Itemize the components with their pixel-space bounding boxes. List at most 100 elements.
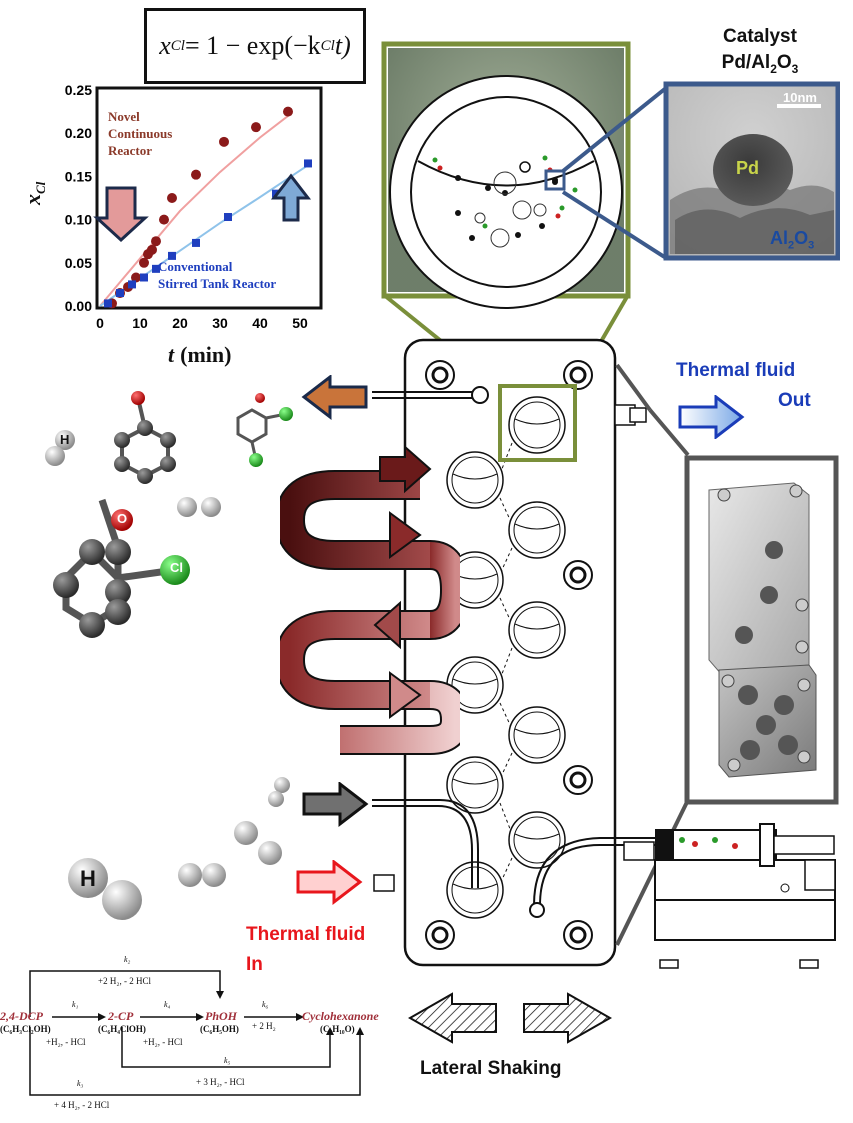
k1-label: k₁ xyxy=(72,1000,79,1009)
k4-label: k₄ xyxy=(164,1000,171,1009)
data-point-series-1-2 xyxy=(128,280,136,289)
catalyst-title: Catalyst Pd/Al2O3 xyxy=(721,26,799,76)
reactor-well-inner xyxy=(513,506,561,554)
well-connector xyxy=(499,752,513,780)
reaction-scheme xyxy=(29,970,364,1096)
x-axis-label: t(min) xyxy=(168,342,231,367)
reactor-well-inner xyxy=(451,456,499,504)
fit-line-series-0 xyxy=(99,115,289,307)
reactor-plate xyxy=(372,338,660,967)
data-points xyxy=(104,106,312,309)
reactor-well xyxy=(508,706,566,764)
species-cp: 2-CP xyxy=(108,1009,134,1023)
thermal-in-arrow xyxy=(296,860,363,906)
species-dcp-formula: (C₆H₃Cl₂OH) xyxy=(0,1024,51,1034)
data-point-series-0-13 xyxy=(283,106,293,117)
well-connector xyxy=(499,547,513,575)
data-point-series-1-5 xyxy=(168,251,176,260)
x-tick-label: 0 xyxy=(96,315,104,331)
y-tick-label: 0.05 xyxy=(65,255,92,271)
r4-label: +H₂, - HCl xyxy=(143,1037,183,1047)
chlorine-atom-label: Cl xyxy=(170,560,183,575)
y-ticks: 0.000.050.100.150.200.25 xyxy=(65,82,92,314)
syringe-pump xyxy=(623,823,836,969)
reactor-well xyxy=(508,501,566,559)
data-point-series-1-6 xyxy=(192,238,200,247)
data-point-series-1-3 xyxy=(140,273,148,282)
reactor-well-inner xyxy=(451,661,499,709)
r1-label: +H₂, - HCl xyxy=(46,1037,86,1047)
thermal-in-label-line-1: Thermal fluid xyxy=(246,924,366,945)
data-point-series-1-7 xyxy=(224,213,232,222)
plate-bolts xyxy=(425,360,593,950)
data-point-series-0-10 xyxy=(191,169,201,180)
y-axis-label: xCl xyxy=(20,181,48,206)
data-point-series-1-9 xyxy=(304,159,312,168)
data-point-series-0-12 xyxy=(251,122,261,133)
liquid-meniscus xyxy=(514,728,560,735)
reactor-well-inner xyxy=(513,606,561,654)
x-tick-label: 40 xyxy=(252,315,268,331)
species-phoh: PhOH xyxy=(205,1009,238,1023)
y-tick-label: 0.25 xyxy=(65,82,92,98)
equation-lhs-sub: Cl xyxy=(170,37,185,54)
support-label: Al2O3 xyxy=(770,228,815,252)
green-zoom-frame xyxy=(381,41,631,397)
data-point-series-0-4 xyxy=(139,257,149,268)
r6-label: + 2 H₂ xyxy=(252,1021,276,1031)
reactor-well xyxy=(446,756,504,814)
data-point-series-1-1 xyxy=(116,289,124,298)
thermal-in-label-line-2: In xyxy=(246,954,263,975)
y-tick-label: 0.15 xyxy=(65,168,92,184)
well-connector xyxy=(499,497,513,525)
catalyst-particles xyxy=(455,175,558,241)
novel-legend-line-2: Continuous xyxy=(108,126,172,141)
species-dcp: 2,4-DCP xyxy=(0,1009,43,1023)
big-hydrogen-label: H xyxy=(80,866,96,891)
reactor-well-inner xyxy=(513,816,561,864)
thermal-out-arrow xyxy=(678,395,745,439)
data-point-series-0-11 xyxy=(219,136,229,147)
scale-bar-label: 10nm xyxy=(783,90,817,105)
molecule-models xyxy=(45,391,293,638)
data-point-series-0-8 xyxy=(159,214,169,225)
data-point-series-1-4 xyxy=(152,264,160,273)
y-tick-label: 0.10 xyxy=(65,212,92,228)
hydrogen-inlet-arrow xyxy=(302,782,369,828)
x-tick-label: 50 xyxy=(292,315,308,331)
species-cp-formula: (C₆H₄ClOH) xyxy=(98,1024,146,1034)
k5-label: k₅ xyxy=(224,1056,231,1065)
species-cyclohexanone: Cyclohexanone xyxy=(302,1009,379,1023)
liquid-meniscus xyxy=(452,678,498,685)
well-connector xyxy=(499,857,513,885)
k3-label: k₃ xyxy=(77,1079,84,1088)
outlet-arrow xyxy=(301,375,368,421)
reactor-well xyxy=(508,396,566,454)
liquid-meniscus xyxy=(452,778,498,785)
reactor-well xyxy=(446,861,504,919)
well-connector xyxy=(499,702,513,730)
y-tick-label: 0.20 xyxy=(65,125,92,141)
novel-trend-arrow xyxy=(93,186,149,243)
equation-rhs-suffix: t) xyxy=(334,31,351,60)
thermal-flow-serpentine xyxy=(280,444,460,755)
reactor-well-inner xyxy=(451,761,499,809)
well-connector xyxy=(499,597,513,625)
conventional-legend-line-1: Conventional xyxy=(158,259,233,274)
reactor-well-inner xyxy=(451,866,499,914)
data-point-series-0-9 xyxy=(167,193,177,203)
reactor-well xyxy=(446,451,504,509)
tem-image-frame xyxy=(561,81,840,261)
novel-legend-line-3: Reactor xyxy=(108,143,152,158)
liquid-meniscus xyxy=(514,418,560,425)
thermal-out-label-line-1: Thermal fluid xyxy=(676,360,796,381)
lateral-shaking-label: Lateral Shaking xyxy=(420,1058,562,1079)
liquid-meniscus xyxy=(452,883,498,890)
liquid-meniscus xyxy=(452,473,498,480)
r5-label: + 3 H₂, - HCl xyxy=(196,1077,245,1087)
k2-label: k₂ xyxy=(124,955,131,964)
liquid-meniscus xyxy=(514,833,560,840)
data-point-series-0-7 xyxy=(151,236,161,247)
